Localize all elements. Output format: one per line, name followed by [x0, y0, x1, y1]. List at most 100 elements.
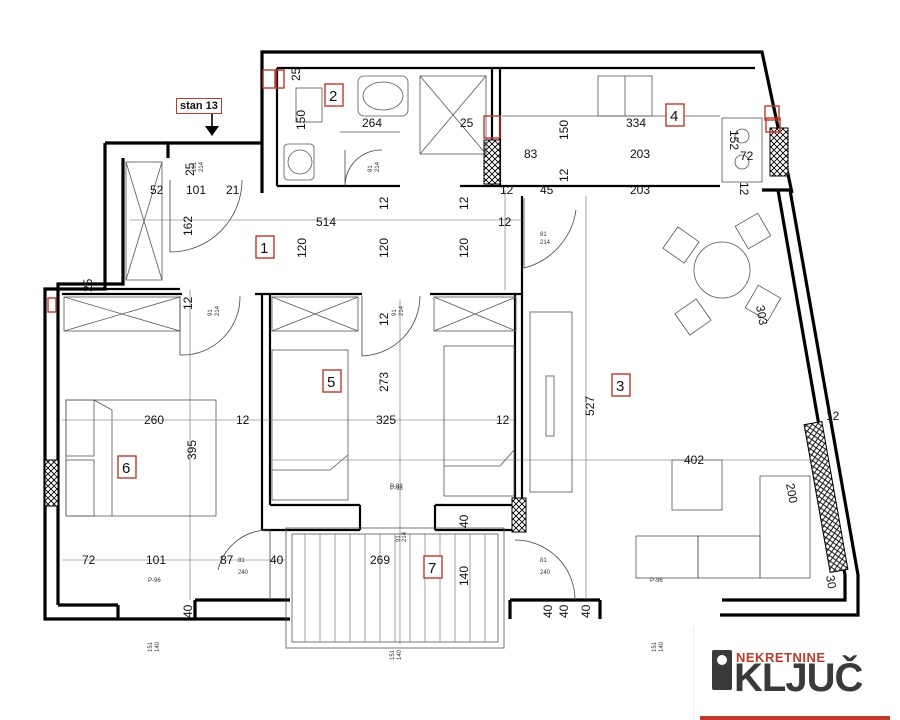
svg-text:214: 214: [375, 161, 381, 172]
dim-12-h3: 12: [498, 215, 512, 229]
dim-bath-25b: 25: [460, 116, 474, 130]
dim-52: 52: [150, 183, 164, 197]
dim-12-b5: 12: [496, 413, 510, 427]
svg-text:214: 214: [215, 305, 221, 316]
dim-527: 527: [583, 396, 597, 416]
outer-walls: [43, 50, 860, 621]
dim-kitchen-203: 203: [630, 147, 650, 161]
svg-text:91: 91: [208, 309, 214, 316]
dim-kitchen-150: 150: [557, 120, 571, 140]
svg-text:151: 151: [652, 641, 658, 652]
dim-12-d1: 12: [181, 296, 195, 310]
room-2-label: 2: [329, 88, 337, 105]
dim-12-d2: 12: [377, 312, 391, 326]
svg-text:240: 240: [540, 570, 551, 576]
svg-text:214: 214: [399, 305, 405, 316]
dim-325: 325: [376, 413, 396, 427]
dim-12-h1: 12: [377, 196, 391, 210]
apartment-label: stan 13: [176, 98, 222, 114]
dim-kitchen-334: 334: [626, 116, 646, 130]
svg-text:P-98: P-98: [390, 484, 403, 490]
svg-text:81: 81: [238, 558, 245, 564]
dim-101b: 101: [146, 553, 166, 567]
dim-kitchen-72: 72: [740, 149, 754, 163]
svg-text:81: 81: [368, 165, 374, 172]
dim-162: 162: [181, 216, 195, 236]
bathroom-fixtures: [283, 75, 487, 181]
dim-12b: 12: [500, 183, 514, 197]
svg-text:151: 151: [148, 641, 154, 652]
svg-text:81: 81: [540, 232, 547, 238]
room-6-label: 6: [122, 460, 130, 477]
svg-text:140: 140: [659, 641, 665, 652]
balcony: [285, 527, 505, 649]
doors: [169, 149, 577, 601]
dim-40b: 40: [270, 553, 284, 567]
dim-40-bal: 40: [457, 514, 471, 528]
svg-text:91: 91: [396, 535, 402, 542]
dimension-lines: [62, 190, 820, 644]
beds: [65, 345, 515, 517]
dim-395: 395: [185, 440, 199, 460]
dim-273: 273: [377, 372, 391, 392]
room-7-label: 7: [428, 560, 436, 577]
hatched-columns: [44, 127, 849, 574]
svg-text:140: 140: [397, 649, 403, 660]
dim-bath-25: 25: [289, 67, 303, 81]
dim-40d: 40: [557, 604, 571, 618]
svg-text:214: 214: [540, 240, 551, 246]
logo-top-text: NEKRETNINE: [736, 650, 826, 665]
dim-269: 269: [370, 553, 390, 567]
dim-72: 72: [82, 553, 96, 567]
wardrobes: [63, 161, 517, 332]
svg-text:91: 91: [392, 309, 398, 316]
dim-12c: 12: [737, 182, 751, 196]
dining-set: [662, 212, 782, 336]
dim-30: 30: [823, 574, 839, 590]
dim-303: 303: [753, 304, 770, 326]
dim-bath-264: 264: [362, 116, 382, 130]
dim-kitchen-152: 152: [727, 130, 741, 150]
dim-260: 260: [144, 413, 164, 427]
dim-12-r: 12: [826, 409, 840, 423]
dim-12a: 12: [557, 168, 571, 182]
svg-text:140: 140: [155, 641, 161, 652]
dim-25-corr: 25: [183, 162, 197, 176]
dim-140: 140: [457, 566, 471, 586]
room-1-label: 1: [260, 240, 268, 257]
dimension-texts: 25 150 264 25 150 334 152 83 203 72 12 1…: [81, 67, 840, 618]
entrance-arrow-icon: [205, 114, 219, 136]
room-labels: 1 2 3 4 5 6 7: [117, 83, 685, 579]
living-furniture: [529, 311, 811, 579]
dim-87: 87: [220, 553, 234, 567]
room-4-label: 4: [670, 108, 678, 125]
svg-text:P-96: P-96: [148, 578, 161, 584]
dim-120a: 120: [295, 238, 309, 258]
svg-text:81: 81: [540, 558, 547, 564]
svg-text:214: 214: [199, 161, 205, 172]
dim-21: 21: [226, 183, 240, 197]
room-5-label: 5: [327, 374, 335, 391]
dim-bath-150: 150: [294, 110, 308, 130]
small-annotations: 101 214 81 214 91 214 91 214 81 214 91 2…: [148, 161, 665, 660]
key-icon: [712, 650, 732, 690]
vent-markers: [47, 69, 781, 313]
dim-40-b6: 40: [181, 604, 195, 618]
svg-text:214: 214: [402, 531, 408, 542]
dim-120b: 120: [377, 238, 391, 258]
svg-text:P-96: P-96: [650, 578, 663, 584]
dim-402: 402: [684, 453, 704, 467]
logo-main-text: KLJUČ: [734, 656, 863, 700]
dim-40e: 40: [579, 604, 593, 618]
dim-514: 514: [316, 215, 336, 229]
dim-120c: 120: [457, 238, 471, 258]
logo-accent-bar: [700, 716, 890, 720]
dim-12-h2: 12: [457, 196, 471, 210]
dim-101: 101: [186, 183, 206, 197]
dim-25-b6: 25: [81, 278, 95, 292]
svg-text:P-98: P-98: [390, 486, 403, 492]
svg-text:151: 151: [390, 649, 396, 660]
room-3-label: 3: [616, 378, 624, 395]
interior-walls: [62, 66, 755, 532]
